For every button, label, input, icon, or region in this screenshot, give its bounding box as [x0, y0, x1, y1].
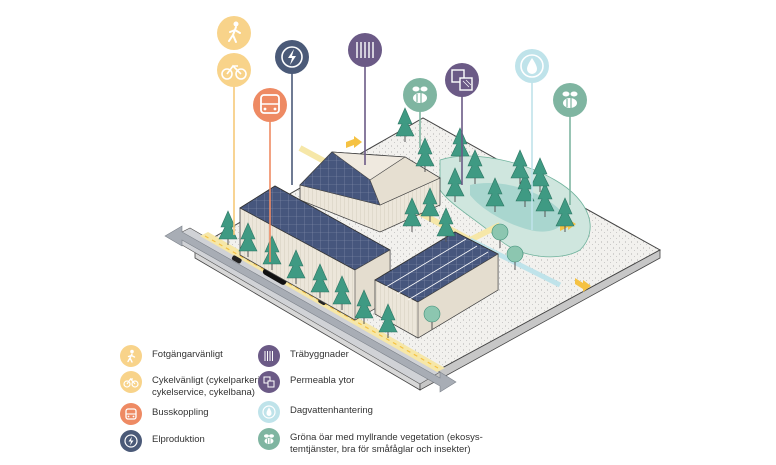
bus-icon [120, 403, 142, 425]
stormwater-callout-icon [515, 49, 549, 83]
legend-label: Elproduktion [152, 430, 205, 446]
bicycle-icon [120, 371, 142, 393]
lightning-icon [120, 430, 142, 452]
legend-item-greenery: Gröna öar med myllrande vegetation (ekos… [258, 428, 483, 455]
lightning-callout-icon [275, 40, 309, 74]
legend-item-energy: Elproduktion [120, 430, 205, 452]
bee-callout-icon [403, 78, 437, 112]
legend-label: Dagvattenhantering [290, 401, 373, 417]
legend-item-timber: Träbyggnader [258, 345, 349, 367]
timber-icon [258, 345, 280, 367]
legend-item-pedestrian: Fotgängarvänligt [120, 345, 223, 367]
legend-line: Träbyggnader [290, 349, 349, 360]
legend-label: Cykelvänligt (cykelparkering, cykelservi… [152, 371, 273, 398]
wooden-building [299, 151, 441, 233]
legend-line: Gröna öar med myllrande vegetation (ekos… [290, 432, 483, 443]
legend-line: Fotgängarvänligt [152, 349, 223, 360]
legend-label: Träbyggnader [290, 345, 349, 361]
legend-line: temtjänster, bra för småfåglar och insek… [290, 443, 471, 455]
legend-line: Elproduktion [152, 434, 205, 445]
legend-item-permeable: Permeabla ytor [258, 371, 354, 393]
greenery-callout-icon [553, 83, 587, 117]
street-arrow [164, 225, 457, 393]
legend-label: Gröna öar med myllrande vegetation (ekos… [290, 428, 483, 455]
legend-label: Busskoppling [152, 403, 209, 419]
legend-item-bus: Busskoppling [120, 403, 209, 425]
callout-lines [233, 66, 571, 262]
legend-item-stormwater: Dagvattenhantering [258, 401, 373, 423]
legend-line: Dagvattenhantering [290, 405, 373, 416]
legend-line: Busskoppling [152, 407, 209, 418]
legend-line: Cykelvänligt (cykelparkering, [152, 375, 273, 386]
bus-callout-icon [253, 88, 287, 122]
bicycle-callout-icon [217, 53, 251, 87]
bee-icon [258, 428, 280, 450]
timber-callout-icon [348, 33, 382, 67]
water-drop-icon [258, 401, 280, 423]
pedestrian-callout-icon [217, 16, 251, 50]
legend-label: Fotgängarvänligt [152, 345, 223, 361]
legend-line: Permeabla ytor [290, 375, 355, 386]
legend-label: Permeabla ytor [290, 371, 354, 387]
permeable-callout-icon [445, 63, 479, 97]
legend-item-bicycle: Cykelvänligt (cykelparkering, cykelservi… [120, 371, 273, 398]
legend-line: cykelservice, cykelbana) [152, 386, 255, 398]
pedestrian-icon [120, 345, 142, 367]
permeable-surface-icon [258, 371, 280, 393]
